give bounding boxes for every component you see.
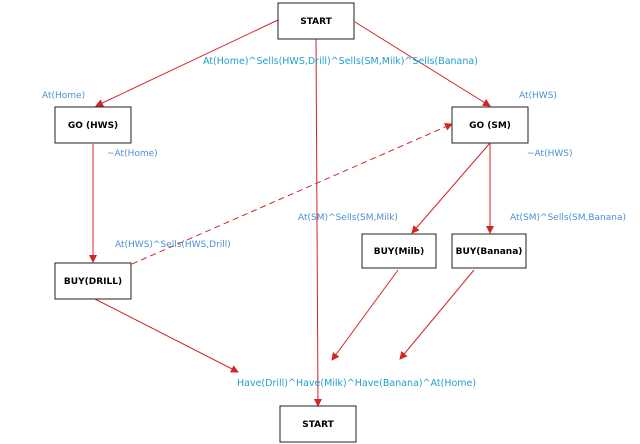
edge-start-to-go-sm: [354, 21, 491, 107]
go-sm-precondition-label: At(HWS): [519, 91, 557, 101]
node-start-top: START: [277, 2, 355, 40]
node-go-hws-label: GO (HWS): [68, 121, 118, 131]
edge-buy-drill-to-goal: [92, 297, 239, 373]
go-hws-precondition-label: At(Home): [42, 91, 85, 101]
edge-buy-banana-to-goal: [399, 269, 475, 360]
edge-buy-drill-to-go-sm: [131, 123, 453, 265]
buy-drill-precondition-label: At(HWS)^Sells(HWS,Drill): [115, 240, 231, 250]
node-start-top-label: START: [300, 17, 332, 27]
node-buy-milk: BUY(Milb): [361, 233, 437, 269]
node-start-bottom-label: START: [302, 420, 334, 430]
goal-state-label: Have(Drill)^Have(Milk)^Have(Banana)^At(H…: [237, 378, 476, 389]
edge-buy-milk-to-goal: [331, 269, 399, 361]
buy-banana-precondition-label: At(SM)^Sells(SM,Banana): [510, 213, 626, 223]
node-buy-drill: BUY(DRILL): [54, 262, 132, 300]
edge-go-sm-to-buy-milk: [411, 142, 491, 234]
node-go-hws: GO (HWS): [54, 106, 132, 144]
node-go-sm: GO (SM): [451, 106, 529, 144]
buy-milk-precondition-label: At(SM)^Sells(SM,Milk): [298, 213, 398, 223]
go-sm-effect-label: ~At(HWS): [527, 149, 572, 159]
edge-start-to-go-hws: [95, 19, 279, 107]
initial-state-label: At(Home)^Sells(HWS,Drill)^Sells(SM,Milk)…: [203, 56, 478, 67]
go-hws-effect-label: ~At(Home): [107, 149, 158, 159]
node-go-sm-label: GO (SM): [469, 121, 511, 131]
edge-start-to-start-bottom: [313, 37, 322, 407]
node-buy-banana: BUY(Banana): [451, 233, 527, 269]
node-buy-milk-label: BUY(Milb): [374, 247, 424, 257]
node-start-bottom: START: [279, 405, 357, 443]
node-buy-drill-label: BUY(DRILL): [64, 277, 122, 287]
node-buy-banana-label: BUY(Banana): [456, 247, 523, 257]
edges: [89, 19, 494, 407]
